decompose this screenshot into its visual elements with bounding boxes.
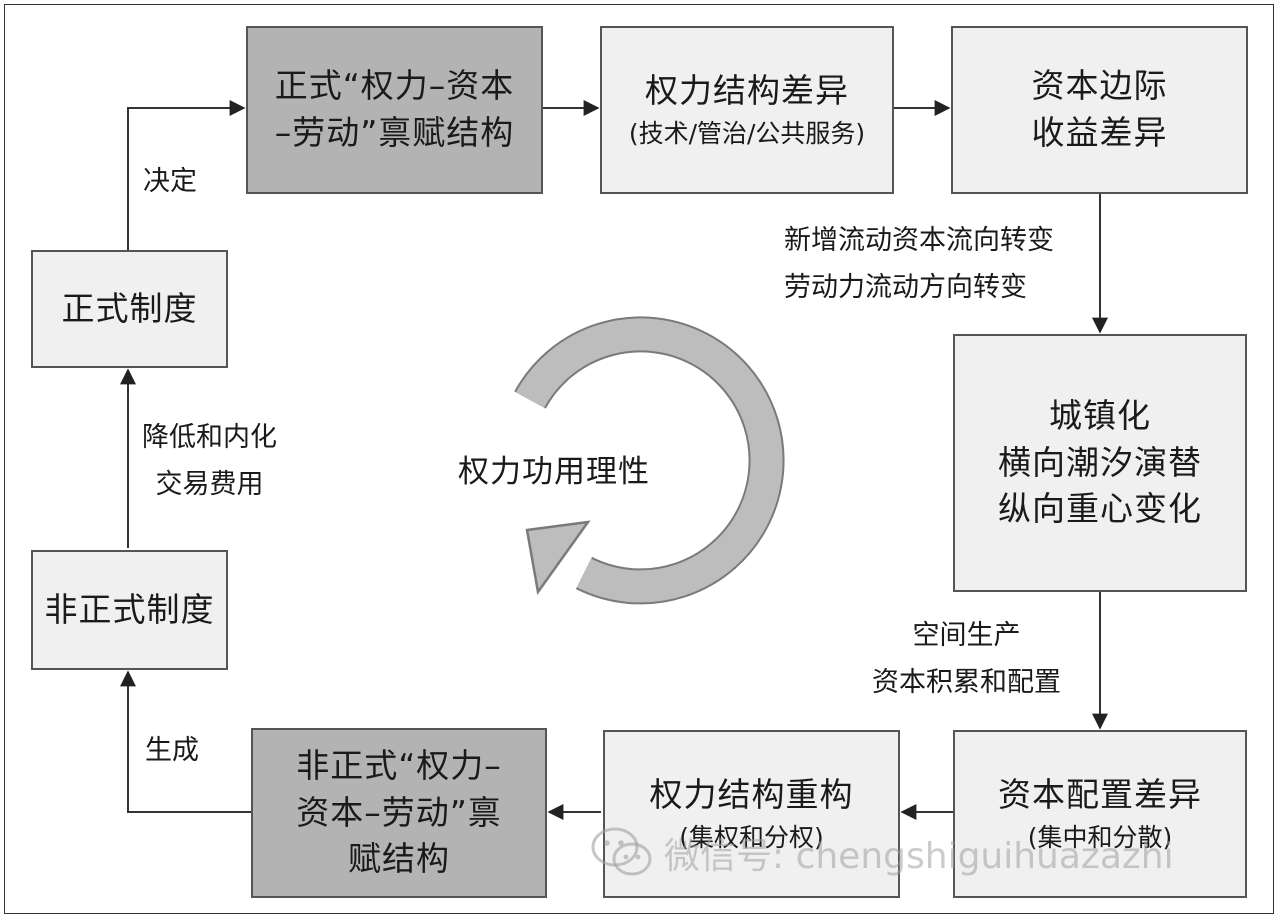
box-formal-structure-line1: 正式“权力–资本 xyxy=(274,66,515,106)
box-informal-institution: 非正式制度 xyxy=(31,550,228,670)
box-informal-structure-line2: 资本–劳动”禀 xyxy=(296,792,502,832)
box-formal-structure-line2: –劳动”禀赋结构 xyxy=(274,113,515,152)
box-informal-structure-line3: 赋结构 xyxy=(348,839,450,879)
box-power-restructure: 权力结构重构 (集权和分权) xyxy=(603,730,900,898)
box-informal-structure: 非正式“权力– 资本–劳动”禀 赋结构 xyxy=(251,728,547,898)
box-formal-institution-text: 正式制度 xyxy=(61,288,198,328)
wechat-icon xyxy=(591,827,652,876)
cycle-arrow-icon xyxy=(514,316,785,605)
box-informal-structure-line1: 非正式“权力– xyxy=(296,745,502,785)
box-urbanization-line1: 城镇化 xyxy=(1049,395,1151,435)
box-urbanization: 城镇化 横向潮汐演替 纵向重心变化 xyxy=(953,334,1247,592)
box-capital-alloc-title: 资本配置差异 xyxy=(998,774,1202,814)
box-capital-margin-line1: 资本边际 xyxy=(1031,66,1168,106)
label-generate: 生成 xyxy=(145,735,199,766)
box-power-diff-title: 权力结构差异 xyxy=(645,70,849,110)
watermark-text: 微信号: chengshiguihuazazhi xyxy=(664,836,1174,877)
label-space: 空间生产 资本积累和配置 xyxy=(872,612,1061,707)
label-flow-line1: 新增流动资本流向转变 xyxy=(784,225,1054,256)
box-power-restructure-title: 权力结构重构 xyxy=(649,774,854,814)
box-power-diff-sub: (技术/管治/公共服务) xyxy=(628,118,866,148)
box-capital-alloc-sub: (集中和分散) xyxy=(1027,822,1173,852)
box-formal-institution: 正式制度 xyxy=(31,250,228,368)
box-informal-institution-text: 非正式制度 xyxy=(44,589,215,629)
arrow-formal-institution-to-formal-structure xyxy=(127,100,246,250)
label-reduce-line1: 降低和内化 xyxy=(142,422,277,453)
box-capital-alloc: 资本配置差异 (集中和分散) xyxy=(953,730,1247,898)
box-urbanization-line2: 横向潮汐演替 xyxy=(998,442,1202,482)
label-decide: 决定 xyxy=(143,166,197,197)
box-capital-margin-line2: 收益差异 xyxy=(1031,113,1168,152)
center-label: 权力功用理性 xyxy=(458,454,650,490)
label-flow-line2: 劳动力流动方向转变 xyxy=(784,272,1027,304)
label-reduce-line2: 交易费用 xyxy=(155,469,264,501)
box-formal-structure: 正式“权力–资本 –劳动”禀赋结构 xyxy=(246,26,543,194)
arrow-informal-structure-to-informal-institution xyxy=(120,670,251,813)
label-space-line2: 资本积累和配置 xyxy=(872,667,1061,699)
box-power-diff: 权力结构差异 (技术/管治/公共服务) xyxy=(600,26,894,194)
label-flow: 新增流动资本流向转变 劳动力流动方向转变 xyxy=(784,217,1054,312)
label-space-line1: 空间生产 xyxy=(912,620,1021,651)
watermark: 微信号: chengshiguihuazazhi xyxy=(590,825,1174,881)
box-urbanization-line3: 纵向重心变化 xyxy=(998,489,1202,529)
box-power-restructure-sub: (集权和分权) xyxy=(679,822,824,852)
label-reduce: 降低和内化 交易费用 xyxy=(142,414,277,509)
box-capital-margin: 资本边际 收益差异 xyxy=(951,26,1248,194)
